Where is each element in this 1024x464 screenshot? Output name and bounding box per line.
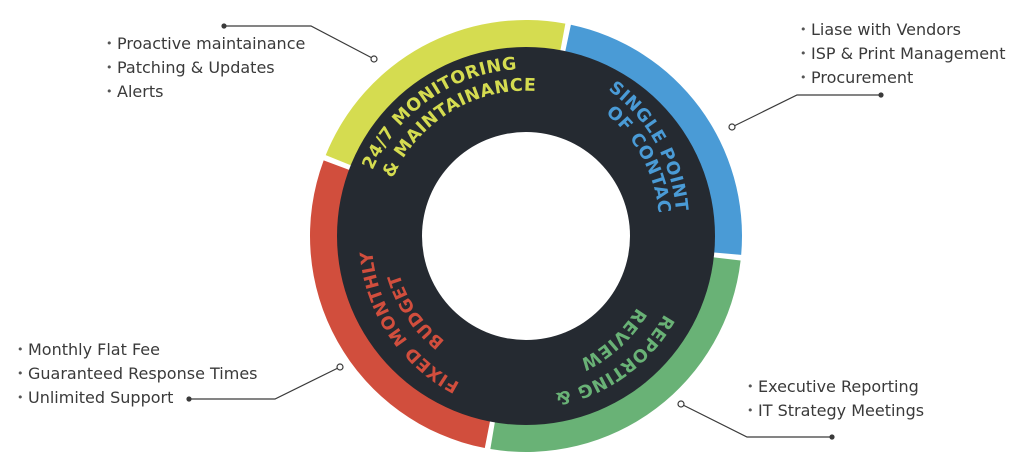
list-item: Unlimited Support <box>17 386 258 410</box>
list-item: Monthly Flat Fee <box>17 338 258 362</box>
list-item: Patching & Updates <box>106 56 305 80</box>
reporting-connector-end-dot <box>829 434 835 440</box>
monitoring-bullet-list: Proactive maintainance Patching & Update… <box>106 32 305 104</box>
list-item: IT Strategy Meetings <box>747 399 924 423</box>
list-item: Executive Reporting <box>747 375 924 399</box>
budget-connector-ring-dot <box>336 363 344 371</box>
reporting-bullet-list: Executive Reporting IT Strategy Meetings <box>747 375 924 423</box>
contact-connector <box>731 94 881 128</box>
center-hole <box>422 132 630 340</box>
budget-arc <box>310 160 491 449</box>
contact-connector-end-dot <box>878 92 884 98</box>
contact-connector-ring-dot <box>728 123 736 131</box>
monitoring-connector-ring-dot <box>370 55 378 63</box>
reporting-arc <box>490 257 741 453</box>
list-item: Procurement <box>800 66 1005 90</box>
list-item: Alerts <box>106 80 305 104</box>
monitoring-connector-end-dot <box>221 23 227 29</box>
budget-bullet-list: Monthly Flat Fee Guaranteed Response Tim… <box>17 338 258 410</box>
contact-arc <box>564 24 742 255</box>
monitoring-arc <box>325 19 566 167</box>
list-item: ISP & Print Management <box>800 42 1005 66</box>
reporting-connector <box>680 403 832 438</box>
monitoring-connector <box>224 25 375 60</box>
list-item: Liase with Vendors <box>800 18 1005 42</box>
list-item: Proactive maintainance <box>106 32 305 56</box>
reporting-connector-ring-dot <box>677 400 685 408</box>
list-item: Guaranteed Response Times <box>17 362 258 386</box>
contact-bullet-list: Liase with Vendors ISP & Print Managemen… <box>800 18 1005 90</box>
